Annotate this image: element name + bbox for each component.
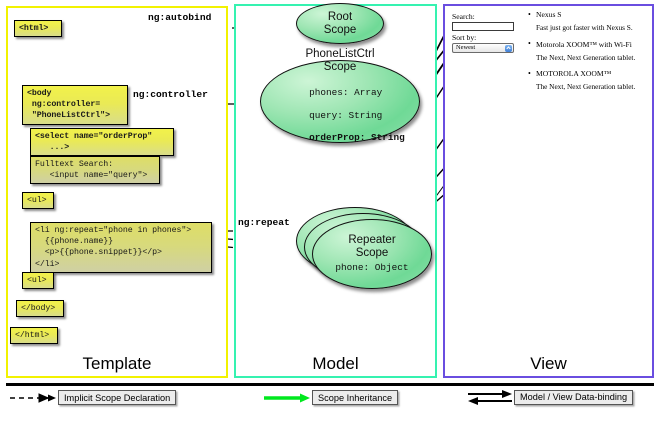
sort-label: Sort by: [452,33,477,43]
dashed-arrow-icon [10,392,56,403]
double-arrow-icon [468,390,512,405]
code-box-input-query: Fulltext Search: <input name="query"> [30,156,160,185]
phone-snippet: The Next, Next Generation tablet. [536,82,636,91]
code-box-li-repeat: <li ng:repeat="phone in phones"> {{phone… [30,222,212,273]
panel-view-title: View [530,354,567,373]
phone-snippet: Fast just got faster with Nexus S. [536,23,633,32]
phone-list: Nexus S Fast just got faster with Nexus … [527,10,651,99]
list-item[interactable]: Nexus S Fast just got faster with Nexus … [527,10,651,33]
scope-repeater-props: phone: Object [335,262,409,274]
search-label: Search: [452,12,475,21]
edge-label-autobind: ng:autobind [148,12,212,23]
edge-label-repeat: ng:repeat [238,217,290,228]
list-item[interactable]: MOTOROLA XOOM™ The Next, Next Generation… [527,69,651,92]
phone-name: Nexus S [527,10,651,20]
scope-phonelistctrl: PhoneListCtrl Scope phones: Array query:… [260,48,420,143]
scope-root-title: Root Scope [323,10,357,36]
code-box-body-close: </body> [16,300,64,318]
sort-by-selected-value: Newest [456,44,476,52]
legend-label: Model / View Data-binding [514,389,634,405]
scope-phonelistctrl-props: phones: Array query: String orderProp: S… [309,87,405,144]
phone-name: MOTOROLA XOOM™ [527,69,651,79]
legend-model-view-data-binding: Model / View Data-binding [466,388,634,406]
phone-snippet: The Next, Next Generation tablet. [536,52,636,62]
code-box-select: <select name="orderProp" ...> [30,128,174,157]
code-box-body-open: <body ng:controller= "PhoneListCtrl"> [22,85,128,125]
code-box-html-open: <html> [14,20,62,38]
view-form: Search: Sort by: Newest [452,12,520,53]
legend-label: Scope Inheritance [312,390,399,405]
legend-label: Implicit Scope Declaration [58,390,177,405]
sort-by-select[interactable]: Newest [452,42,514,53]
panel-template-title: Template [82,354,152,373]
code-box-html-close: </html> [10,327,58,345]
phone-name: Motorola XOOM™ with Wi-Fi [527,39,651,49]
chevron-down-icon [505,44,512,53]
scope-repeater: Repeater Scope phone: Object [312,219,432,289]
search-input[interactable] [452,22,514,32]
list-item[interactable]: Motorola XOOM™ with Wi-Fi The Next, Next… [527,39,651,62]
code-box-ul-close: <ul> [22,272,54,290]
scope-repeater-title: Repeater Scope [348,234,396,260]
scope-phonelistctrl-title: PhoneListCtrl Scope [305,48,375,74]
edge-label-controller: ng:controller [133,89,208,100]
scope-root: Root Scope [296,3,384,44]
panel-view: View [443,4,654,378]
legend-divider [6,383,654,386]
panel-model-title: Model [312,354,359,373]
legend-scope-inheritance: Scope Inheritance [262,390,399,405]
legend-implicit-scope-declaration: Implicit Scope Declaration [8,390,177,405]
code-box-ul-open: <ul> [22,192,54,210]
green-arrow-icon [264,393,310,402]
